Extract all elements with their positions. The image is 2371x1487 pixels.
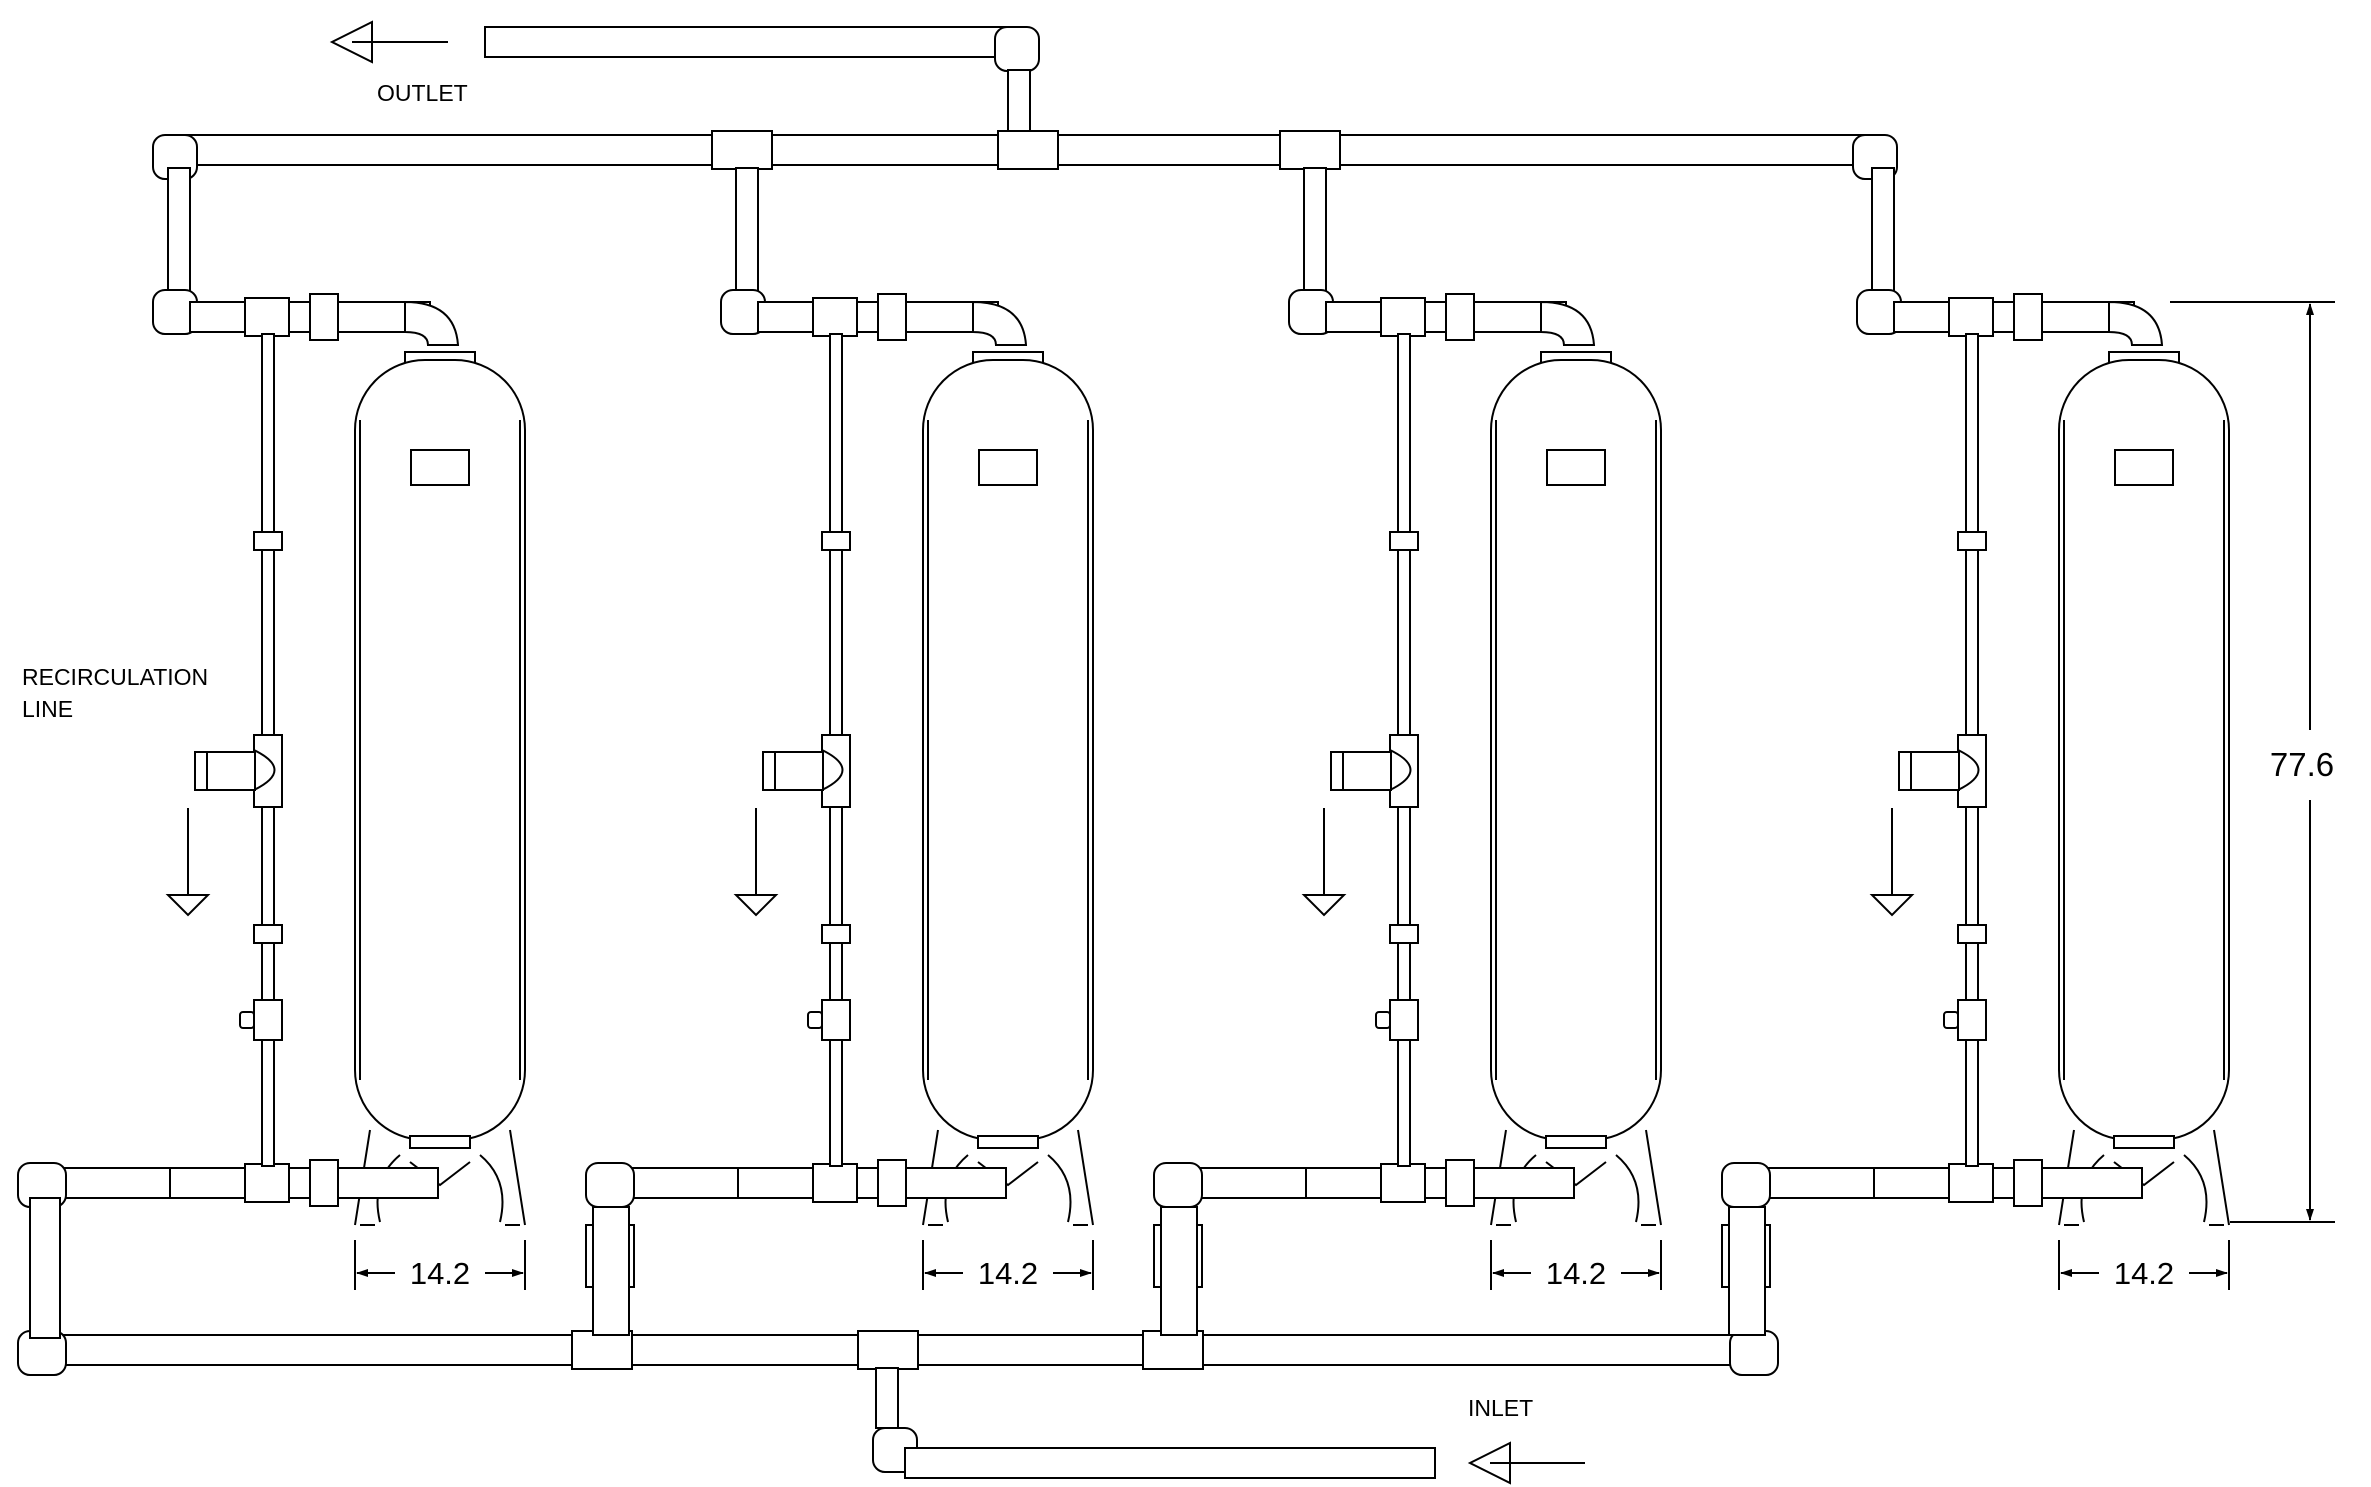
drain-arrow-icon xyxy=(165,808,211,917)
recirc-outlet-spur xyxy=(1330,751,1392,791)
filter-tank-unit-3: 14.2 xyxy=(1153,167,1662,1336)
inlet-pipe xyxy=(904,1447,1436,1479)
recirc-union-lower xyxy=(1957,924,1987,944)
top-branch-tee xyxy=(244,297,290,337)
bottom-branch-union xyxy=(309,1159,339,1207)
bottom-branch-union xyxy=(877,1159,907,1207)
recirc-union-lower xyxy=(821,924,851,944)
filter-tank-unit-4: 14.2 xyxy=(1721,167,2230,1336)
bottom-link-riser xyxy=(1728,1206,1766,1336)
recirc-union-upper xyxy=(821,531,851,551)
top-branch-drop xyxy=(167,167,191,297)
recirc-union-upper xyxy=(1957,531,1987,551)
recirc-outlet-spur xyxy=(194,751,256,791)
tank-bottom-flange xyxy=(2113,1135,2175,1149)
recirc-union-lower xyxy=(1389,924,1419,944)
bottom-branch-pipe xyxy=(1303,1167,1575,1199)
tank-bottom-flange xyxy=(409,1135,471,1149)
bottom-branch-pipe xyxy=(167,1167,439,1199)
ball-valve-handle xyxy=(1943,1011,1959,1029)
outlet-elbow xyxy=(994,26,1040,72)
ball-valve-body xyxy=(821,999,851,1041)
top-branch-drop xyxy=(735,167,759,297)
tank-width-dimension: 14.2 xyxy=(410,1256,470,1291)
bottom-link-riser xyxy=(29,1197,61,1339)
tank-top-elbow xyxy=(972,300,1028,346)
tank-height-dimension: 77.6 xyxy=(2270,746,2334,783)
tank-width-dimension: 14.2 xyxy=(1546,1256,1606,1291)
tank-nameplate xyxy=(2114,449,2174,486)
bottom-branch-tee xyxy=(244,1163,290,1203)
top-branch-union xyxy=(877,293,907,341)
recirc-union-lower xyxy=(253,924,283,944)
top-branch-tee xyxy=(812,297,858,337)
ball-valve-handle xyxy=(807,1011,823,1029)
bottom-link-riser xyxy=(1160,1206,1198,1336)
filter-tank-unit-2: 14.2 xyxy=(585,167,1094,1336)
bottom-link-elbow-top xyxy=(585,1162,635,1208)
bottom-link-elbow-top xyxy=(1153,1162,1203,1208)
outlet-arrow-icon xyxy=(329,20,448,64)
top-branch-union xyxy=(1445,293,1475,341)
recirculation-label-line1: RECIRCULATION xyxy=(22,664,208,690)
ball-valve-body xyxy=(1957,999,1987,1041)
bottom-branch-pipe xyxy=(1871,1167,2143,1199)
top-header-tee-center xyxy=(997,130,1059,170)
bottom-header-tee-3 xyxy=(1142,1330,1204,1370)
tank-bottom-flange xyxy=(1545,1135,1607,1149)
top-branch-tee xyxy=(1380,297,1426,337)
tank-top-elbow xyxy=(1540,300,1596,346)
bottom-header-tee-center xyxy=(857,1330,919,1370)
bottom-link-riser xyxy=(592,1206,630,1336)
bottom-branch-union xyxy=(2013,1159,2043,1207)
recirc-check-valve-body xyxy=(1957,749,1980,791)
outlet-label: OUTLET xyxy=(377,80,468,106)
ball-valve-body xyxy=(253,999,283,1041)
top-header-tee-2 xyxy=(1279,130,1341,170)
outlet-pipe xyxy=(484,26,1011,58)
top-branch-drop xyxy=(1871,167,1895,297)
bottom-branch-pipe xyxy=(735,1167,1007,1199)
top-branch-drop xyxy=(1303,167,1327,297)
recirc-check-valve-body xyxy=(253,749,276,791)
tank-nameplate xyxy=(978,449,1038,486)
recirc-union-upper xyxy=(1389,531,1419,551)
ball-valve-handle xyxy=(1375,1011,1391,1029)
recirc-check-valve-body xyxy=(1389,749,1412,791)
inlet-arrow-icon xyxy=(1467,1441,1585,1485)
drain-arrow-icon xyxy=(733,808,779,917)
recirculation-label-line2: LINE xyxy=(22,696,73,722)
ball-valve-handle xyxy=(239,1011,255,1029)
outlet-riser xyxy=(1007,69,1031,136)
top-branch-union xyxy=(309,293,339,341)
top-branch-union xyxy=(2013,293,2043,341)
ball-valve-body xyxy=(1389,999,1419,1041)
tank-top-elbow xyxy=(404,300,460,346)
bottom-header-elbow-right xyxy=(1729,1330,1779,1376)
tank-nameplate xyxy=(1546,449,1606,486)
bottom-branch-tee xyxy=(1380,1163,1426,1203)
tank-bottom-flange xyxy=(977,1135,1039,1149)
top-branch-tee xyxy=(1948,297,1994,337)
inlet-riser xyxy=(875,1367,899,1429)
recirc-union-upper xyxy=(253,531,283,551)
tank-width-dimension: 14.2 xyxy=(978,1256,1038,1291)
top-header-tee-1 xyxy=(711,130,773,170)
tank-top-elbow xyxy=(2108,300,2164,346)
filter-tank-unit-1: 14.2 xyxy=(17,167,526,1339)
bottom-branch-tee xyxy=(812,1163,858,1203)
bottom-header-tee-2 xyxy=(571,1330,633,1370)
recirc-outlet-spur xyxy=(1898,751,1960,791)
bottom-branch-union xyxy=(1445,1159,1475,1207)
bottom-link-elbow-top xyxy=(1721,1162,1771,1208)
tank-width-dimension: 14.2 xyxy=(2114,1256,2174,1291)
drain-arrow-icon xyxy=(1869,808,1915,917)
bottom-branch-tee xyxy=(1948,1163,1994,1203)
tank-nameplate xyxy=(410,449,470,486)
recirc-outlet-spur xyxy=(762,751,824,791)
drain-arrow-icon xyxy=(1301,808,1347,917)
inlet-label: INLET xyxy=(1468,1395,1533,1421)
recirc-check-valve-body xyxy=(821,749,844,791)
